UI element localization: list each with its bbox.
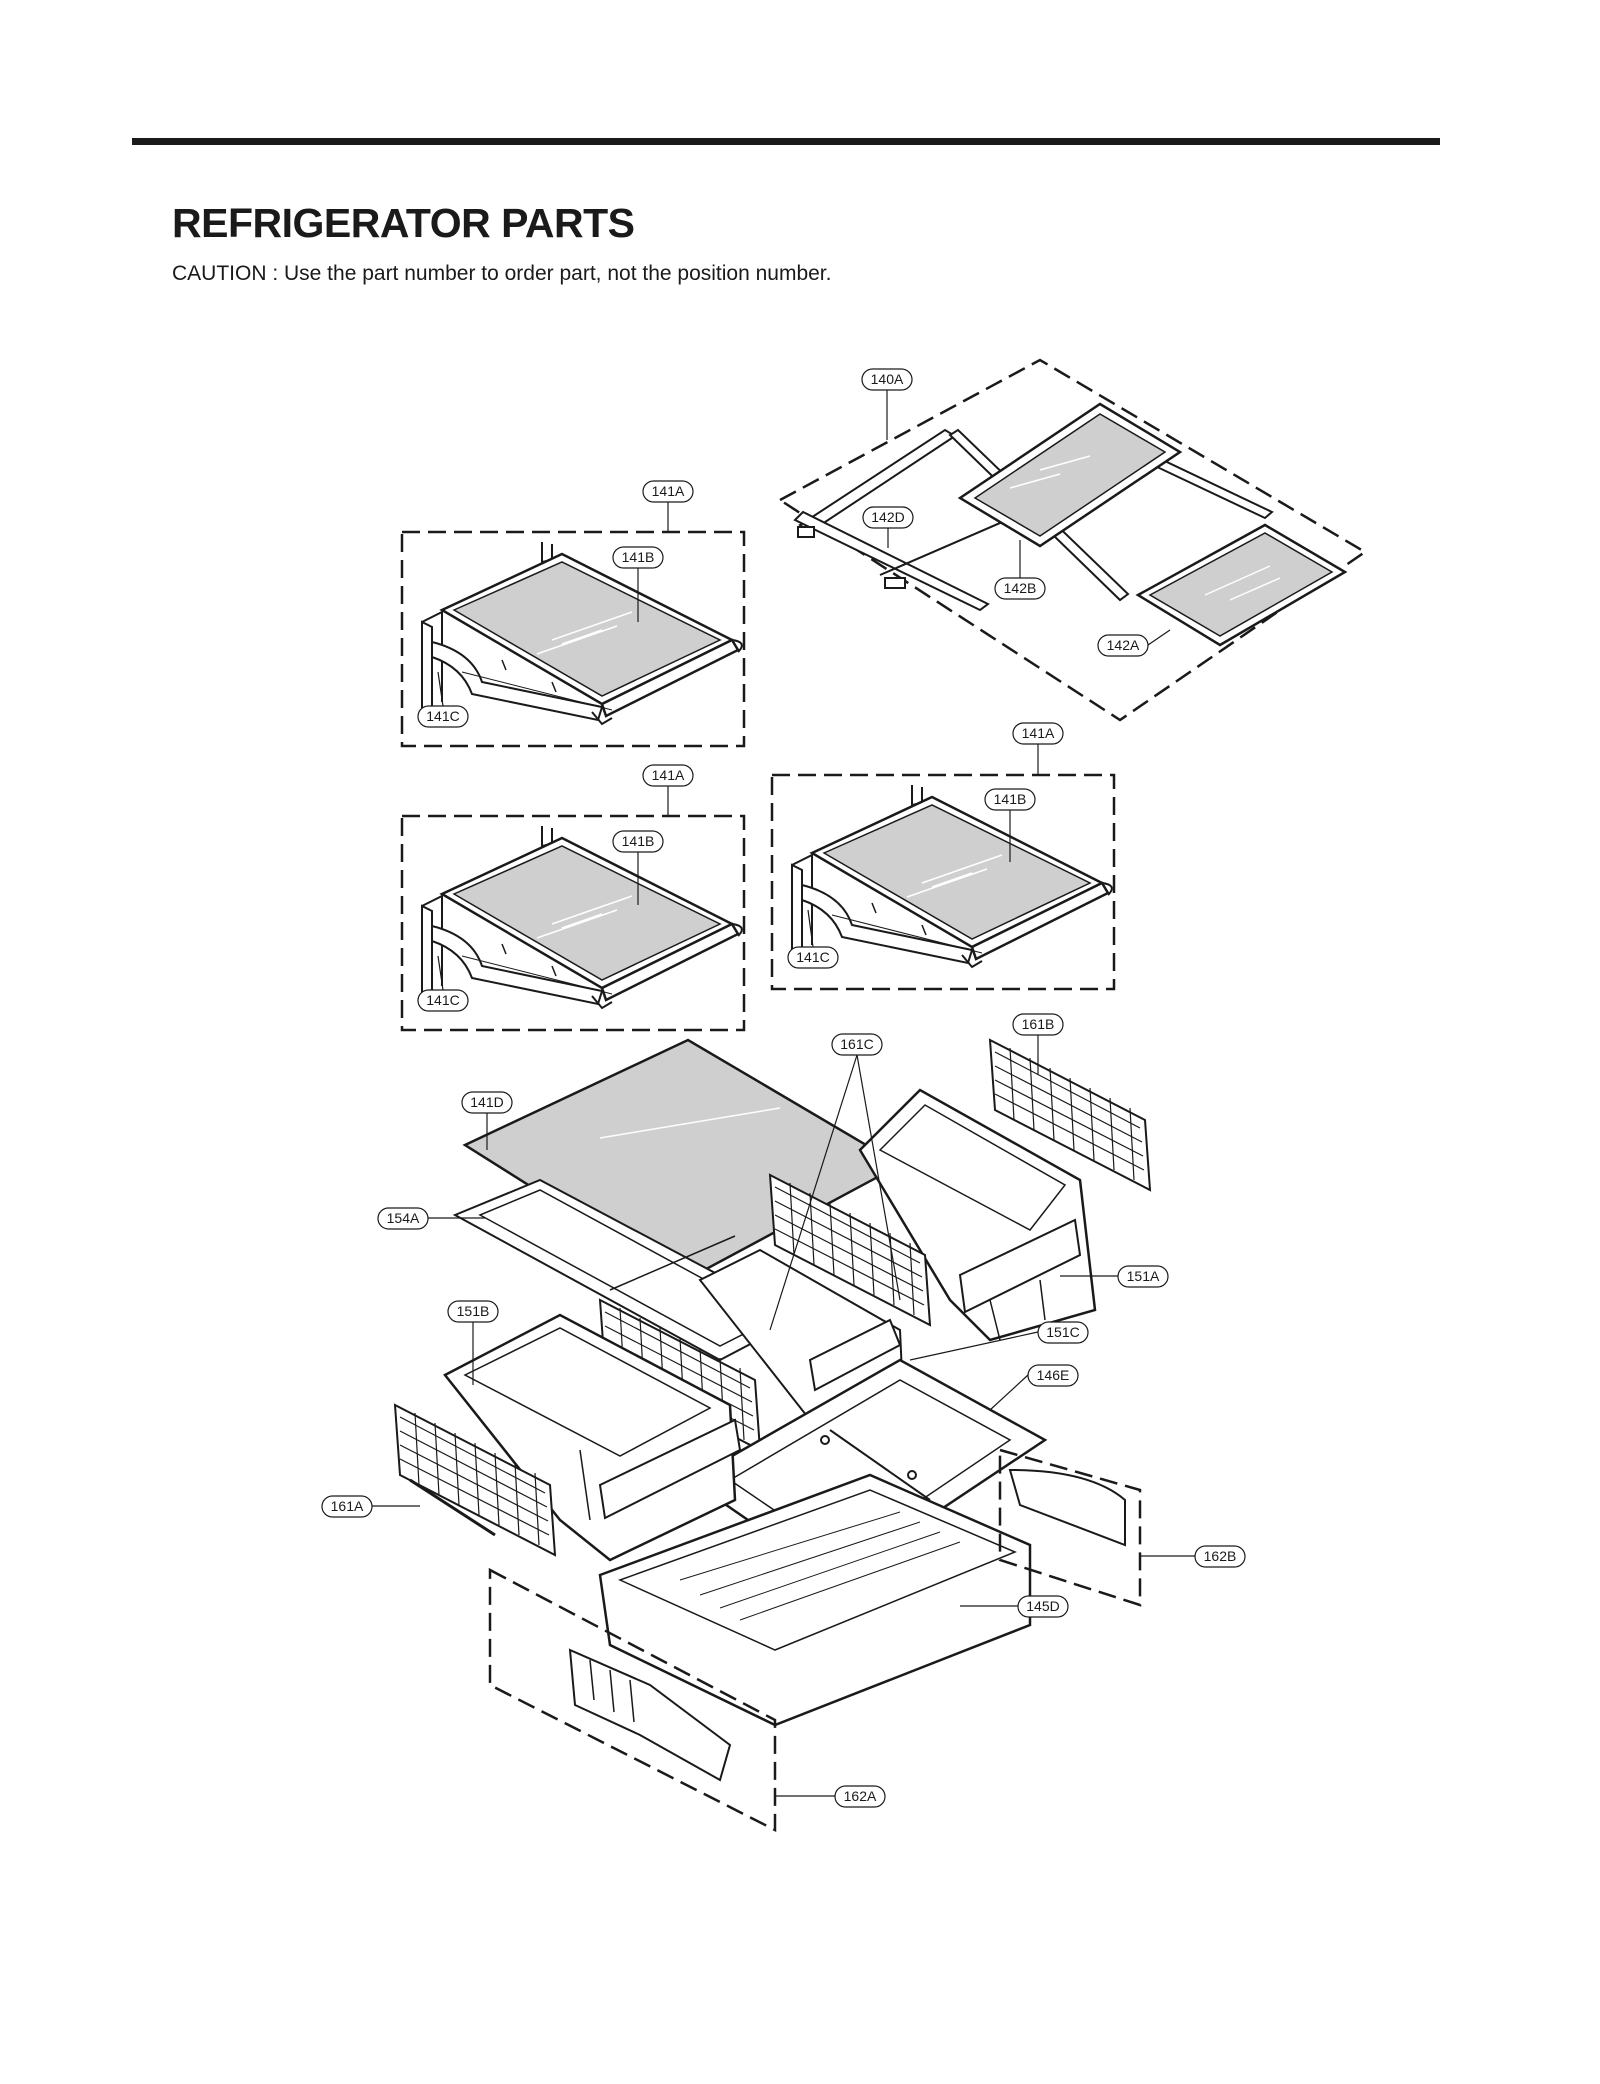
top-rule <box>132 138 1440 145</box>
callout-142A: 142A <box>1097 634 1149 657</box>
svg-text:161B: 161B <box>1022 1016 1055 1032</box>
callout-162A: 162A <box>834 1785 886 1808</box>
svg-text:141A: 141A <box>652 483 685 499</box>
callout-141B-mid: 141B <box>612 830 664 853</box>
caution-note: CAUTION : Use the part number to order p… <box>172 262 832 285</box>
svg-text:141B: 141B <box>622 833 655 849</box>
callout-140A: 140A <box>861 368 913 391</box>
svg-text:141A: 141A <box>1022 725 1055 741</box>
callout-141B-top: 141B <box>612 546 664 569</box>
svg-text:161A: 161A <box>331 1498 364 1514</box>
callout-151B: 151B <box>447 1300 499 1323</box>
callout-151A: 151A <box>1117 1265 1169 1288</box>
svg-text:141C: 141C <box>426 708 459 724</box>
svg-text:145D: 145D <box>1026 1598 1059 1614</box>
svg-text:141D: 141D <box>470 1094 503 1110</box>
svg-text:142A: 142A <box>1107 637 1140 653</box>
svg-text:162A: 162A <box>844 1788 877 1804</box>
svg-text:141A: 141A <box>652 767 685 783</box>
shelf-assembly-141A-mid <box>400 814 746 1032</box>
shelf-assembly-140A <box>777 358 1368 722</box>
callout-154A: 154A <box>377 1207 429 1230</box>
callout-141C-mid: 141C <box>417 989 469 1012</box>
leader-lines <box>372 390 1195 1797</box>
svg-text:151A: 151A <box>1127 1268 1160 1284</box>
svg-text:151B: 151B <box>457 1303 490 1319</box>
crisper-drawer-assembly <box>394 1038 1151 1833</box>
svg-text:140A: 140A <box>871 371 904 387</box>
callout-141A-mid: 141A <box>642 764 694 787</box>
callout-151C: 151C <box>1037 1321 1089 1344</box>
callout-142B: 142B <box>994 577 1046 600</box>
svg-text:142D: 142D <box>871 509 904 525</box>
page-title: REFRIGERATOR PARTS <box>172 200 635 246</box>
svg-text:154A: 154A <box>387 1210 420 1226</box>
svg-text:151C: 151C <box>1046 1324 1079 1340</box>
svg-text:146E: 146E <box>1037 1367 1070 1383</box>
callout-161B: 161B <box>1012 1013 1064 1036</box>
callout-142D: 142D <box>862 506 914 529</box>
callout-141C-right: 141C <box>787 946 839 969</box>
svg-text:141C: 141C <box>796 949 829 965</box>
callout-141D: 141D <box>461 1091 513 1114</box>
callout-146E: 146E <box>1027 1364 1079 1387</box>
shelf-assembly-141A-right <box>770 773 1116 991</box>
callout-141A-top: 141A <box>642 480 694 503</box>
svg-text:142B: 142B <box>1004 580 1037 596</box>
svg-text:162B: 162B <box>1204 1548 1237 1564</box>
svg-text:141B: 141B <box>994 791 1027 807</box>
svg-text:141B: 141B <box>622 549 655 565</box>
callout-161C: 161C <box>831 1033 883 1056</box>
callout-162B: 162B <box>1194 1545 1246 1568</box>
callout-161A: 161A <box>321 1495 373 1518</box>
svg-text:161C: 161C <box>840 1036 873 1052</box>
callout-145D: 145D <box>1017 1595 1069 1618</box>
callout-141A-right: 141A <box>1012 722 1064 745</box>
shelf-assembly-141A-top <box>400 530 746 748</box>
callout-141B-right: 141B <box>984 788 1036 811</box>
svg-text:141C: 141C <box>426 992 459 1008</box>
callout-141C-top: 141C <box>417 705 469 728</box>
